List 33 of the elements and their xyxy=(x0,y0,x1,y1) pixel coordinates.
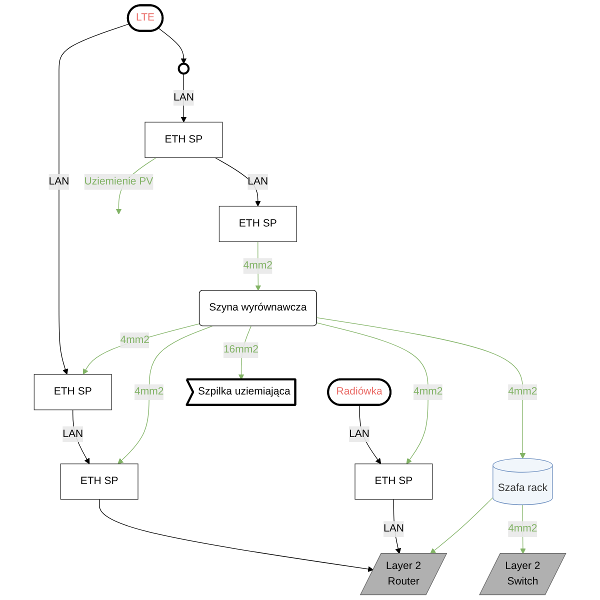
arrow xyxy=(316,317,526,459)
arrow xyxy=(393,499,401,554)
node-box: ETH SP xyxy=(60,464,138,500)
arrow xyxy=(158,28,187,64)
arrow xyxy=(82,323,200,375)
node-antenna xyxy=(178,62,190,75)
edge-label: 16mm2 xyxy=(223,344,259,356)
edge-label: 4mm2 xyxy=(243,260,273,272)
arrow xyxy=(118,326,213,464)
edge-label: 4mm2 xyxy=(413,386,443,398)
node-box: ETH SP xyxy=(218,206,297,242)
edge-label: LAN xyxy=(349,428,370,440)
node-box: ETH SP xyxy=(34,374,112,410)
edge-label: LAN xyxy=(48,176,70,188)
arrow xyxy=(58,24,130,375)
edge-label: 4mm2 xyxy=(134,386,164,398)
edge-label: Uziemienie PV xyxy=(84,176,154,188)
arrow xyxy=(72,410,90,464)
arrow xyxy=(430,497,494,554)
arrow xyxy=(316,322,428,464)
edge-label: LAN xyxy=(248,176,268,188)
arrow xyxy=(180,73,187,122)
node-box: ETH SP xyxy=(144,122,223,158)
edge-label: LAN xyxy=(62,428,84,440)
edge-label: 4mm2 xyxy=(120,334,150,346)
edge-label: LAN xyxy=(173,92,194,104)
edge-label: 4mm2 xyxy=(508,523,538,534)
edge-label: 4mm2 xyxy=(508,386,538,398)
arrow xyxy=(98,499,374,572)
arrow xyxy=(214,157,261,206)
edge-label: LAN xyxy=(383,523,404,534)
node-box: ETH SP xyxy=(354,464,433,500)
arrow xyxy=(359,404,382,464)
